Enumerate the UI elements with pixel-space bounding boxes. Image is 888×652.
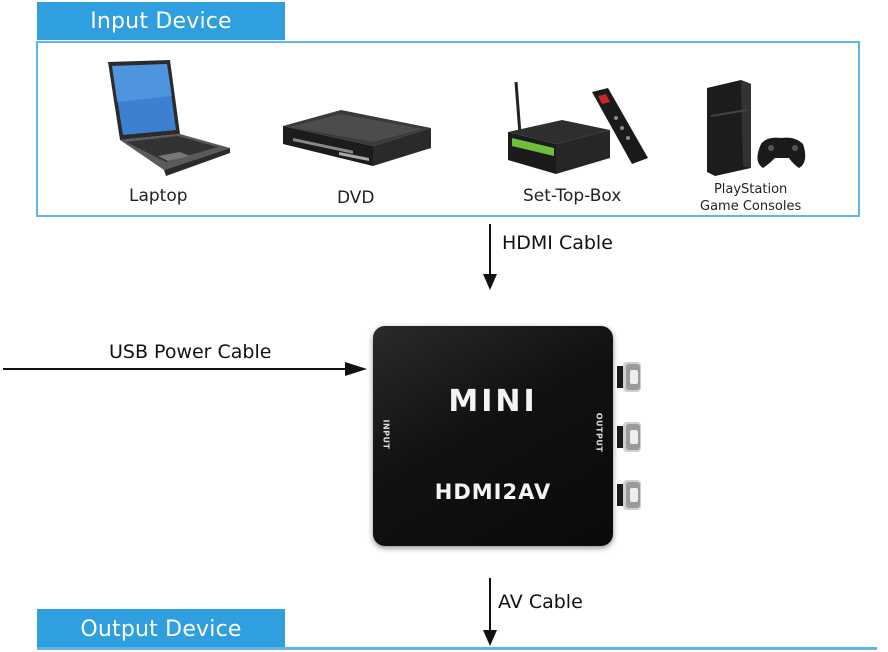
hdmi2av-converter: MINI HDMI2AV INPUT OUTPUT	[373, 326, 613, 546]
playstation-label: PlayStation Game Consoles	[700, 181, 801, 215]
dvd-player-icon	[283, 110, 431, 166]
output-device-panel-border	[37, 647, 877, 650]
usb-power-arrow-icon	[3, 362, 367, 376]
input-device-panel	[36, 41, 860, 217]
rca-jack-icon	[617, 422, 641, 452]
output-device-header: Output Device	[37, 609, 285, 649]
dvd-label: DVD	[337, 188, 375, 208]
converter-brand-text: MINI	[448, 384, 538, 419]
converter-model-text: HDMI2AV	[434, 480, 552, 504]
playstation-label-line2: Game Consoles	[700, 199, 802, 214]
av-cable-label: AV Cable	[498, 591, 583, 613]
converter-input-label: INPUT	[381, 419, 391, 450]
laptop-icon	[108, 60, 230, 176]
laptop-label: Laptop	[129, 186, 188, 206]
game-console-icon	[707, 80, 806, 176]
set-top-box-label: Set-Top-Box	[523, 186, 622, 206]
set-top-box-icon	[508, 82, 648, 174]
converter-output-label: OUTPUT	[594, 412, 604, 453]
hdmi-cable-label: HDMI Cable	[502, 232, 613, 254]
av-cable-arrow-icon	[483, 578, 497, 646]
hdmi-cable-arrow-icon	[483, 224, 497, 290]
rca-jack-icon	[617, 362, 641, 392]
playstation-label-line1: PlayStation	[713, 182, 788, 197]
input-device-header: Input Device	[37, 2, 285, 40]
rca-jack-icon	[617, 480, 641, 510]
usb-power-cable-label: USB Power Cable	[109, 341, 272, 363]
